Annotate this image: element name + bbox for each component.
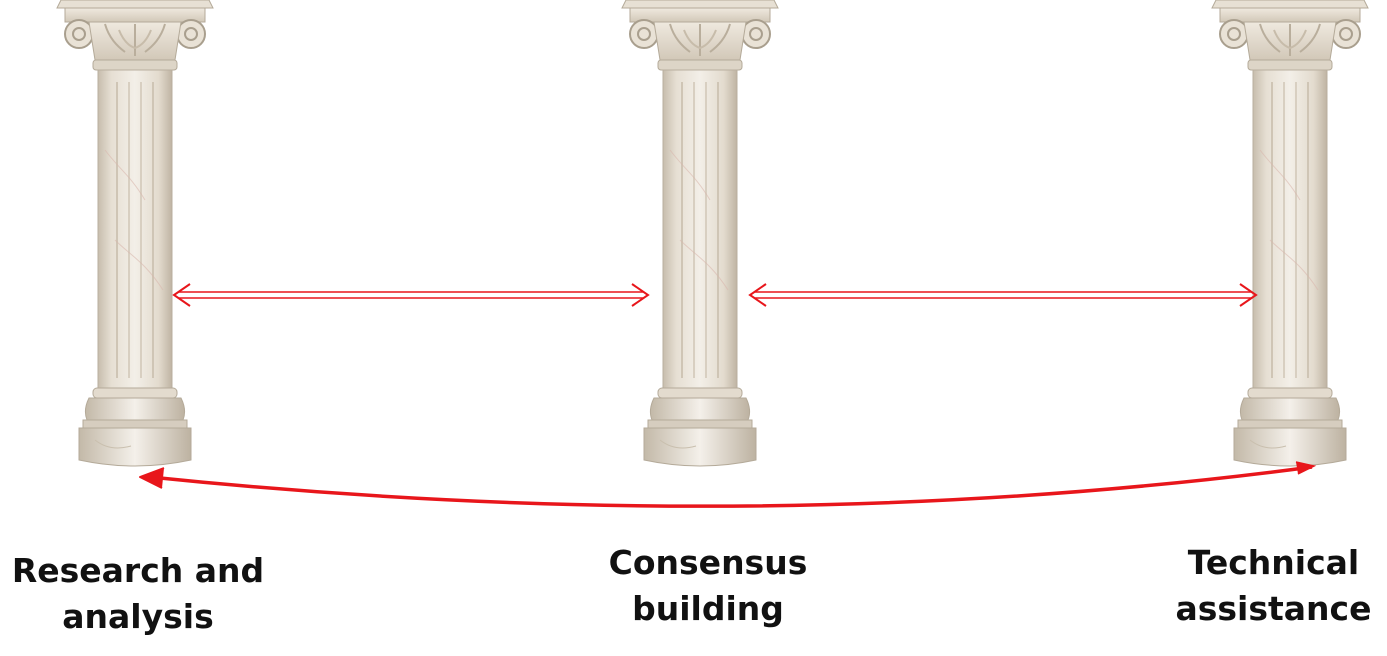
pillar-label-technical-line1: Technical	[1160, 540, 1387, 586]
pillar-label-consensus-line1: Consensus	[560, 540, 856, 586]
pillar-label-research-line2: analysis	[0, 594, 276, 640]
column-icon-research	[57, 0, 213, 466]
column-icon-consensus	[622, 0, 778, 466]
curved-arrow-icon	[140, 462, 1314, 506]
pillar-label-technical-line2: assistance	[1160, 586, 1387, 632]
double-arrow-icon-right	[750, 284, 1256, 306]
pillar-label-consensus: Consensus building	[560, 540, 856, 632]
pillar-label-research: Research and analysis	[0, 548, 276, 640]
pillar-label-technical: Technical assistance	[1160, 540, 1387, 632]
double-arrow-icon-left	[174, 284, 648, 306]
pillar-label-research-line1: Research and	[0, 548, 276, 594]
pillar-label-consensus-line2: building	[560, 586, 856, 632]
column-icon-technical	[1212, 0, 1368, 466]
